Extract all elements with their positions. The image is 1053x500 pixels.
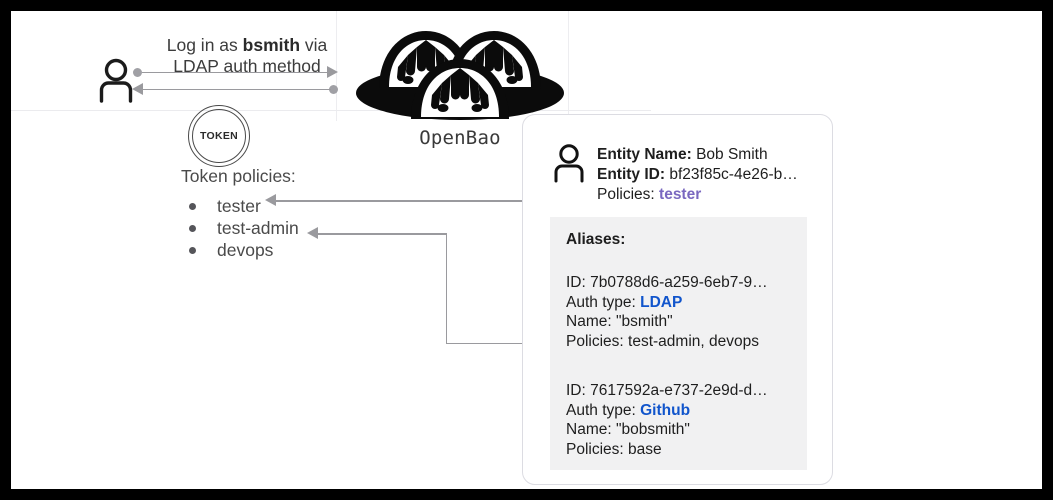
alias-authtype-value: LDAP <box>640 293 683 311</box>
entity-card: Entity Name: Bob Smith Entity ID: bf23f8… <box>522 114 833 485</box>
login-caption-username: bsmith <box>242 35 301 55</box>
alias-policies-row: Policies: base <box>566 440 791 460</box>
alias-id-key: ID: <box>566 382 586 399</box>
response-arrow-line <box>142 88 331 91</box>
openbao-bao-buns-logo <box>356 31 564 120</box>
entity-id-row: Entity ID: bf23f85c-4e26-b… <box>597 165 825 185</box>
alias-name-row: Name: "bobsmith" <box>566 420 791 440</box>
token-policy-item: tester <box>185 195 299 217</box>
alias-entry: ID: 7617592a-e737-2e9d-d… Auth type: Git… <box>566 381 791 459</box>
entity-name-value: Bob Smith <box>696 146 768 163</box>
alias-id-value: 7b0788d6-a259-6eb7-9… <box>590 274 768 291</box>
alias-policy-connector-line-top <box>317 233 447 235</box>
token-badge-inner-ring <box>192 109 246 163</box>
request-arrow-line <box>142 71 328 74</box>
login-caption-line2: LDAP auth method <box>173 56 321 76</box>
entity-policies-key: Policies: <box>597 186 655 203</box>
entity-name-key: Entity Name: <box>597 146 692 163</box>
alias-policies-row: Policies: test-admin, devops <box>566 332 791 352</box>
openbao-block: OpenBao <box>348 23 572 149</box>
openbao-label: OpenBao <box>419 127 501 149</box>
alias-policy-connector-line-bottom <box>445 342 581 345</box>
login-caption: Log in as bsmith via LDAP auth method <box>145 35 349 77</box>
login-caption-prefix: Log in as <box>166 35 243 55</box>
login-caption-suffix: via <box>300 35 328 55</box>
alias-authtype-row: Auth type: Github <box>566 401 791 421</box>
alias-policies-value: base <box>628 440 662 458</box>
alias-authtype-key: Auth type: <box>566 401 636 419</box>
entity-policy-connector-arrowhead <box>265 194 276 206</box>
entity-policies-value: tester <box>659 186 702 203</box>
aliases-title: Aliases: <box>566 231 626 248</box>
alias-policies-key: Policies: <box>566 440 624 458</box>
alias-id-key: ID: <box>566 274 586 291</box>
response-arrow-source-dot <box>329 85 338 94</box>
response-arrow-head <box>132 82 143 95</box>
alias-name-key: Name: <box>566 421 612 438</box>
alias-name-key: Name: <box>566 313 612 330</box>
alias-id-value: 7617592a-e737-2e9d-d… <box>590 382 768 399</box>
token-badge: TOKEN <box>188 105 250 167</box>
request-arrow-source-dot <box>133 68 142 77</box>
token-policies-title: Token policies: <box>181 166 296 186</box>
entity-id-value: bf23f85c-4e26-b… <box>669 166 798 183</box>
token-policies-list: tester test-admin devops <box>185 195 299 261</box>
alias-name-value: "bobsmith" <box>615 421 690 438</box>
entity-policies-row: Policies: tester <box>597 185 825 205</box>
entity-policy-connector-line <box>275 200 580 202</box>
alias-authtype-value: Github <box>640 401 691 419</box>
entity-id-key: Entity ID: <box>597 166 666 183</box>
token-badge-label: TOKEN <box>199 130 239 142</box>
token-policy-item: devops <box>185 239 299 261</box>
alias-id-row: ID: 7b0788d6-a259-6eb7-9… <box>566 273 791 293</box>
entity-name-row: Entity Name: Bob Smith <box>597 145 825 165</box>
request-arrow-head <box>327 65 338 78</box>
alias-policy-connector-arrowhead <box>307 227 318 239</box>
alias-entry: ID: 7b0788d6-a259-6eb7-9… Auth type: LDA… <box>566 273 791 351</box>
aliases-panel: Aliases: ID: 7b0788d6-a259-6eb7-9… Auth … <box>550 217 807 470</box>
guide-line-horizontal <box>11 110 651 111</box>
diagram-canvas: Log in as bsmith via LDAP auth method TO… <box>11 11 1042 489</box>
alias-policies-value: test-admin, devops <box>628 332 759 350</box>
alias-authtype-key: Auth type: <box>566 293 636 311</box>
alias-name-row: Name: "bsmith" <box>566 312 791 332</box>
alias-id-row: ID: 7617592a-e737-2e9d-d… <box>566 381 791 401</box>
alias-authtype-row: Auth type: LDAP <box>566 293 791 313</box>
token-policy-item: test-admin <box>185 217 299 239</box>
guide-line-vertical-right <box>568 11 569 141</box>
entity-person-icon <box>549 143 589 183</box>
alias-policies-key: Policies: <box>566 332 624 350</box>
alias-name-value: "bsmith" <box>615 313 673 330</box>
alias-policy-connector-line-vertical <box>445 233 448 344</box>
entity-summary: Entity Name: Bob Smith Entity ID: bf23f8… <box>597 145 825 205</box>
user-person-icon <box>93 57 139 103</box>
